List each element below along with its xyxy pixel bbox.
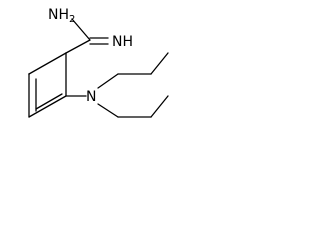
ring-bond	[28, 52, 67, 75]
n-propyl-upper-bond	[97, 73, 119, 89]
dipropylamino-group	[65, 52, 169, 118]
benzene-ring	[28, 52, 67, 118]
ring-double-bond-inner	[35, 93, 63, 110]
propyl-lower-chain	[150, 95, 169, 118]
chemical-structure: NH2 NH N	[28, 7, 169, 118]
amine-label: NH2	[48, 7, 75, 25]
amidine-c-nh2-bond	[71, 18, 91, 41]
amino-nitrogen-label: N	[86, 89, 96, 105]
propyl-upper-chain	[150, 52, 169, 75]
ring-to-amidine-bond	[65, 39, 91, 54]
n-propyl-lower-bond	[97, 103, 119, 118]
amidine-group	[65, 18, 109, 54]
ring-bond	[28, 95, 67, 118]
imine-label: NH	[112, 34, 133, 50]
